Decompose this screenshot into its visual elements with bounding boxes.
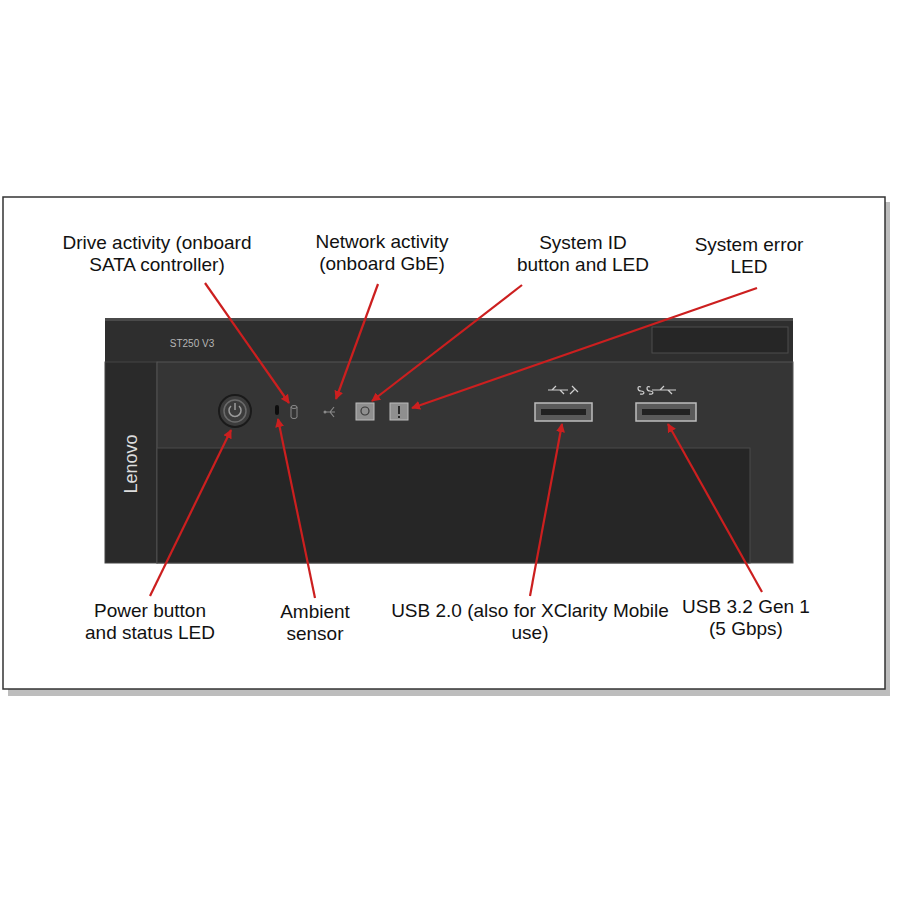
leader-lines <box>150 283 762 598</box>
brand-strip <box>105 362 157 563</box>
leader-line <box>412 288 757 408</box>
callout-label: USB 3.2 Gen 1 (5 Gbps) <box>682 596 810 640</box>
callout-label: Ambient sensor <box>268 601 363 645</box>
power-button-ring <box>224 400 246 422</box>
leader-line <box>668 424 762 592</box>
leader-line <box>336 284 378 399</box>
usb2-tongue <box>541 409 586 415</box>
superspeed-mark <box>638 387 653 395</box>
callout-label: Power button and status LED <box>80 600 220 644</box>
server-body <box>105 318 793 563</box>
system-id-button <box>356 403 374 420</box>
system-error-led <box>390 403 408 420</box>
system-id-icon <box>361 407 369 415</box>
leader-line <box>205 283 289 403</box>
drive-activity-led <box>291 406 297 419</box>
power-symbol <box>229 403 241 416</box>
leader-line <box>372 285 522 401</box>
callout-label: Drive activity (onboard SATA controller) <box>45 232 270 276</box>
top-label-slot <box>652 327 788 353</box>
power-button <box>219 395 251 427</box>
usb-wrench-icon <box>548 386 578 394</box>
callout-label: System ID button and LED <box>513 232 653 276</box>
leader-line <box>530 424 562 596</box>
frame-border <box>3 197 885 689</box>
callout-label: System error LED <box>687 234 812 278</box>
brand-label: Lenovo <box>120 424 142 504</box>
usb-ss-icon <box>652 386 676 394</box>
ambient-sensor <box>275 405 279 415</box>
model-label: ST250 V3 <box>157 338 227 350</box>
bezel <box>157 362 793 563</box>
callout-label: Network activity (onboard GbE) <box>297 231 467 275</box>
usb2-port <box>535 403 592 421</box>
leader-line <box>150 430 231 596</box>
top-edge <box>105 318 793 321</box>
callout-label: USB 2.0 (also for XClarity Mobile use) <box>385 600 675 644</box>
drive-bay-cover <box>157 448 750 563</box>
usb3-port <box>636 403 696 421</box>
leader-line <box>278 419 315 598</box>
error-icon <box>398 406 400 418</box>
usb3-tongue <box>642 409 690 415</box>
